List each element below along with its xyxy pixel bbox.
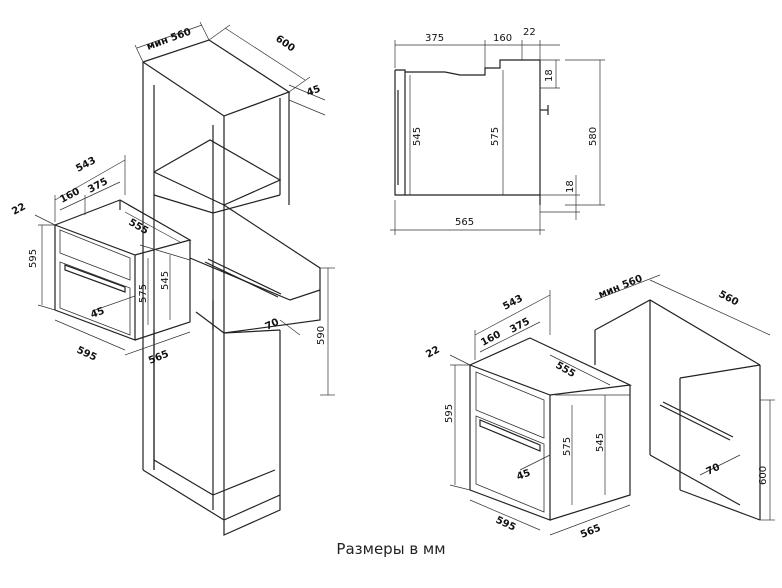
column-gap-label: 45	[305, 84, 322, 99]
cabinet-right-width: 560	[717, 289, 741, 309]
side-top-mid: 160	[493, 33, 512, 44]
oven-left-inner-height: 575	[138, 284, 149, 303]
side-height-580: 580	[588, 127, 599, 146]
side-bottom-offset: 18	[565, 180, 576, 193]
oven-left-gap: 45	[89, 306, 106, 321]
side-top-offset: 18	[544, 69, 555, 82]
oven-left-panel: 22	[10, 201, 27, 217]
side-top-depth: 375	[425, 33, 444, 44]
oven-right-depth-total: 543	[501, 293, 525, 313]
oven-left-height: 595	[28, 249, 39, 268]
oven-left-depth-total: 543	[74, 155, 98, 175]
side-top-panel: 22	[523, 27, 536, 38]
oven-right-body-width: 565	[579, 523, 603, 541]
side-depth-565: 565	[455, 217, 474, 228]
cabinet-right-recess: 70	[705, 462, 722, 478]
side-height-575: 575	[490, 127, 501, 146]
oven-right-inner-height: 575	[562, 437, 573, 456]
column-depth-label: 600	[273, 33, 296, 54]
oven-right-mid: 375	[508, 316, 532, 336]
oven-right-panel: 22	[424, 344, 441, 360]
oven-left-body-width: 565	[147, 349, 171, 367]
caption: Размеры в мм	[336, 540, 446, 558]
side-height-545: 545	[412, 127, 423, 146]
oven-left-mid: 375	[86, 176, 110, 196]
oven-right-gap: 45	[515, 468, 532, 483]
oven-left-front: 160	[58, 186, 82, 206]
oven-left-body-height: 545	[160, 271, 171, 290]
oven-side-view: 375 160 22 18 545 575 580 18 565	[390, 27, 605, 235]
oven-right-inner-depth: 555	[554, 360, 578, 380]
oven-left-inner-depth: 555	[127, 217, 151, 237]
oven-right-front: 160	[479, 329, 503, 349]
column-recess-label: 70	[264, 317, 281, 333]
oven-left: 543 160 375 22 555 595 575 545 45 595 56…	[10, 155, 192, 367]
cabinet-right: мин 560 560 70 600	[594, 273, 775, 521]
oven-left-width: 595	[75, 345, 99, 364]
column-min-width-label: мин 560	[145, 27, 192, 53]
column-niche-height-label: 590	[316, 326, 327, 345]
cabinet-right-height: 600	[758, 466, 769, 485]
cabinet-right-min-width: мин 560	[597, 273, 644, 301]
oven-right-width: 595	[494, 515, 518, 534]
oven-right-body-height: 545	[595, 433, 606, 452]
oven-right-height: 595	[444, 404, 455, 423]
